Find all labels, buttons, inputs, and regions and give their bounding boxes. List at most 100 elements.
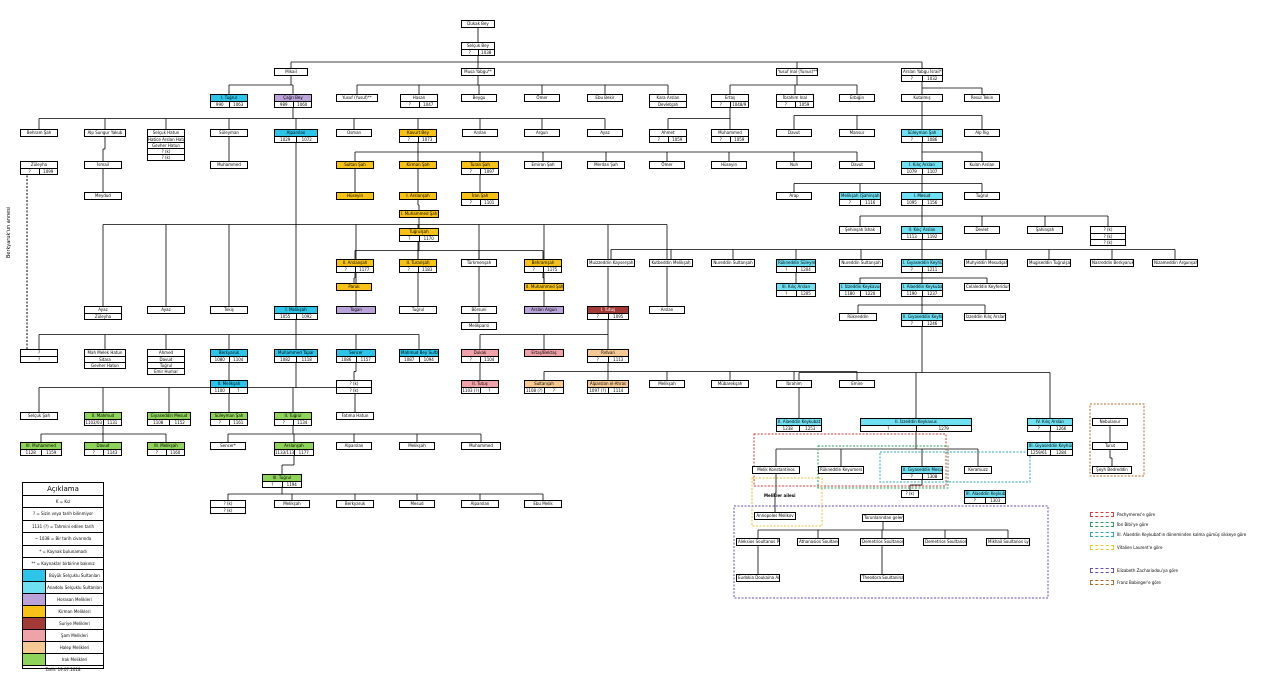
person-suleymansah: Süleyman Şah?1086 (901, 129, 943, 143)
person-arslan2: Arslan (649, 306, 685, 314)
person-name: Arslan (473, 130, 487, 135)
person-davut0: Davut (776, 129, 812, 137)
person-name: II. İzzeddin Keykavus (861, 419, 971, 425)
person-name: Argun (536, 130, 548, 135)
person-name: Nureddin Sultanşah (713, 260, 753, 265)
person-name: ? (k) (223, 501, 233, 506)
person-name: Aleksios Soultanos Palaiologos (738, 539, 779, 544)
person-theodora: Theodora Soultanina Monomakhina (860, 574, 904, 582)
legend-label: Halep Melikleri (59, 645, 90, 651)
person-name: Mesud (410, 501, 424, 506)
legend-swatch (23, 630, 46, 642)
person-name: Emiran Şah (531, 162, 555, 167)
person-tekis: Tekiş (210, 306, 248, 314)
person-berkyaruk2: Berkyaruk (336, 500, 374, 508)
death-date: 1284 (1049, 450, 1073, 455)
person-name: Şeyh Bedreddin (1096, 467, 1128, 472)
person-yusufmik: Yusuf (Yusuf)** (336, 94, 378, 102)
death-date: ? (228, 388, 248, 393)
person-name: Ahmet (661, 130, 675, 135)
legend-label: Horasan Melikleri (57, 597, 92, 603)
person-name: Ömer (536, 95, 548, 100)
person-melikparsi: Melikparsi (461, 322, 497, 330)
person-name: Muhammed (469, 443, 493, 448)
person-suleyman0: Süleyman (210, 129, 248, 137)
person-name: II. Turanşah (400, 260, 436, 266)
person-name: Dukak Bey (467, 21, 489, 26)
birth-date: 1079 (906, 169, 917, 174)
legend-label: Şam Melikleri (61, 633, 88, 639)
person-name: Berkyaruk (211, 350, 247, 356)
person-name: III. Kılıç Arslan (777, 284, 815, 290)
person-name: Rıdvan (588, 350, 628, 356)
person-name: Merdan Şah (594, 162, 618, 167)
source-swatch (1090, 511, 1114, 517)
person-name: Turan Şah (462, 162, 498, 168)
person-ibrahim3: İbrahim (776, 380, 812, 388)
legend-row: Irak Melikleri (23, 654, 103, 667)
person-meliksahkoy: Annopoles Melikov (754, 512, 796, 520)
legend: Açıklama K = Kız? = Sizin veya tarih bil… (22, 482, 104, 672)
life-dates: ?1143 (85, 449, 121, 455)
death-date: 1160 (165, 450, 185, 455)
birth-date: 1238 (782, 426, 793, 431)
life-dates: ?1059 (650, 136, 686, 142)
death-date: 1113 (607, 357, 629, 362)
person-name: İbrahim Inal (783, 95, 807, 100)
source-swatch (1090, 544, 1114, 550)
person-name: Muhammed Tapar (275, 350, 317, 356)
person-muhyiddin: Muhyiddin Mesudşah (964, 259, 1008, 267)
death-date: 1131 (102, 420, 122, 425)
person-name: Keramuzz (968, 467, 988, 472)
person-ebubekir: Ebu Bekir (587, 94, 623, 102)
person-izzeddinkilic: İzzeddin Kılıç Arslan (964, 313, 1006, 321)
person-name: Rükneddin (847, 314, 869, 319)
death-date: 1152 (168, 420, 191, 425)
legend-row: Anadolu Selçuklu Sultanları (23, 582, 103, 595)
person-name: Çağrı Bey (275, 95, 311, 101)
life-dates: ?1113 (588, 356, 628, 362)
death-date: 1038 (477, 50, 495, 55)
legend-note: * = Kaynak bulunamadı (23, 546, 103, 559)
birth-date: ? (282, 420, 285, 425)
birth-date: ? (910, 321, 913, 326)
person-sehinsah: Şehinşah İshak (839, 226, 881, 234)
person-name: II. Mahmud (85, 413, 121, 419)
life-dates: ?1246 (902, 320, 942, 326)
legend-label: Kirman Melikleri (58, 609, 91, 615)
person-demetrios2: Demetrios Soultanos Lyskeos (923, 538, 967, 546)
person-name: Arslan Argun (525, 307, 563, 313)
life-dates: ?1116 (840, 199, 880, 205)
death-date: 1220 (859, 291, 881, 296)
birth-date: 1190 (906, 291, 917, 296)
death-date: 1253 (798, 426, 822, 431)
birth-date: ? (973, 498, 976, 503)
person-name: Börsuni (471, 307, 487, 312)
person-name: II. Gıyaseddin Keyhüsrev (902, 314, 942, 320)
person-emire: Emire (839, 380, 875, 388)
sibling-name: ? (k) (1091, 239, 1125, 245)
person-mikhail: Mikhail Soultanos Lyskeos (986, 538, 1030, 546)
legend-label: Anadolu Selçuklu Sultanları (47, 585, 102, 591)
person-devlet: Devlet (964, 226, 1000, 234)
person-name: Tuğrul (411, 307, 425, 312)
person-kirmansah: Kirman Şah (399, 161, 437, 169)
person-name: Alparslan el-Ahras (588, 381, 628, 387)
person-name: Selçuk Şah (28, 413, 50, 418)
person-name: III. Gıyaseddin Keyhüsrev (1028, 443, 1072, 449)
person-name: Davut (787, 130, 800, 135)
legend-swatch (23, 594, 46, 606)
person-alparslan3: Alparslan (336, 442, 372, 450)
person-name: Selçuk Hatun (152, 130, 180, 135)
person-iigiyaseddinmesud: II. Gıyaseddin Mesud?1308 (901, 466, 943, 480)
person-kavurt: Kavurt Bey?1073 (399, 129, 437, 143)
person-suleymansah2: Süleyman Şah?1161 (210, 412, 248, 426)
person-paruk: Paruk (336, 283, 372, 291)
